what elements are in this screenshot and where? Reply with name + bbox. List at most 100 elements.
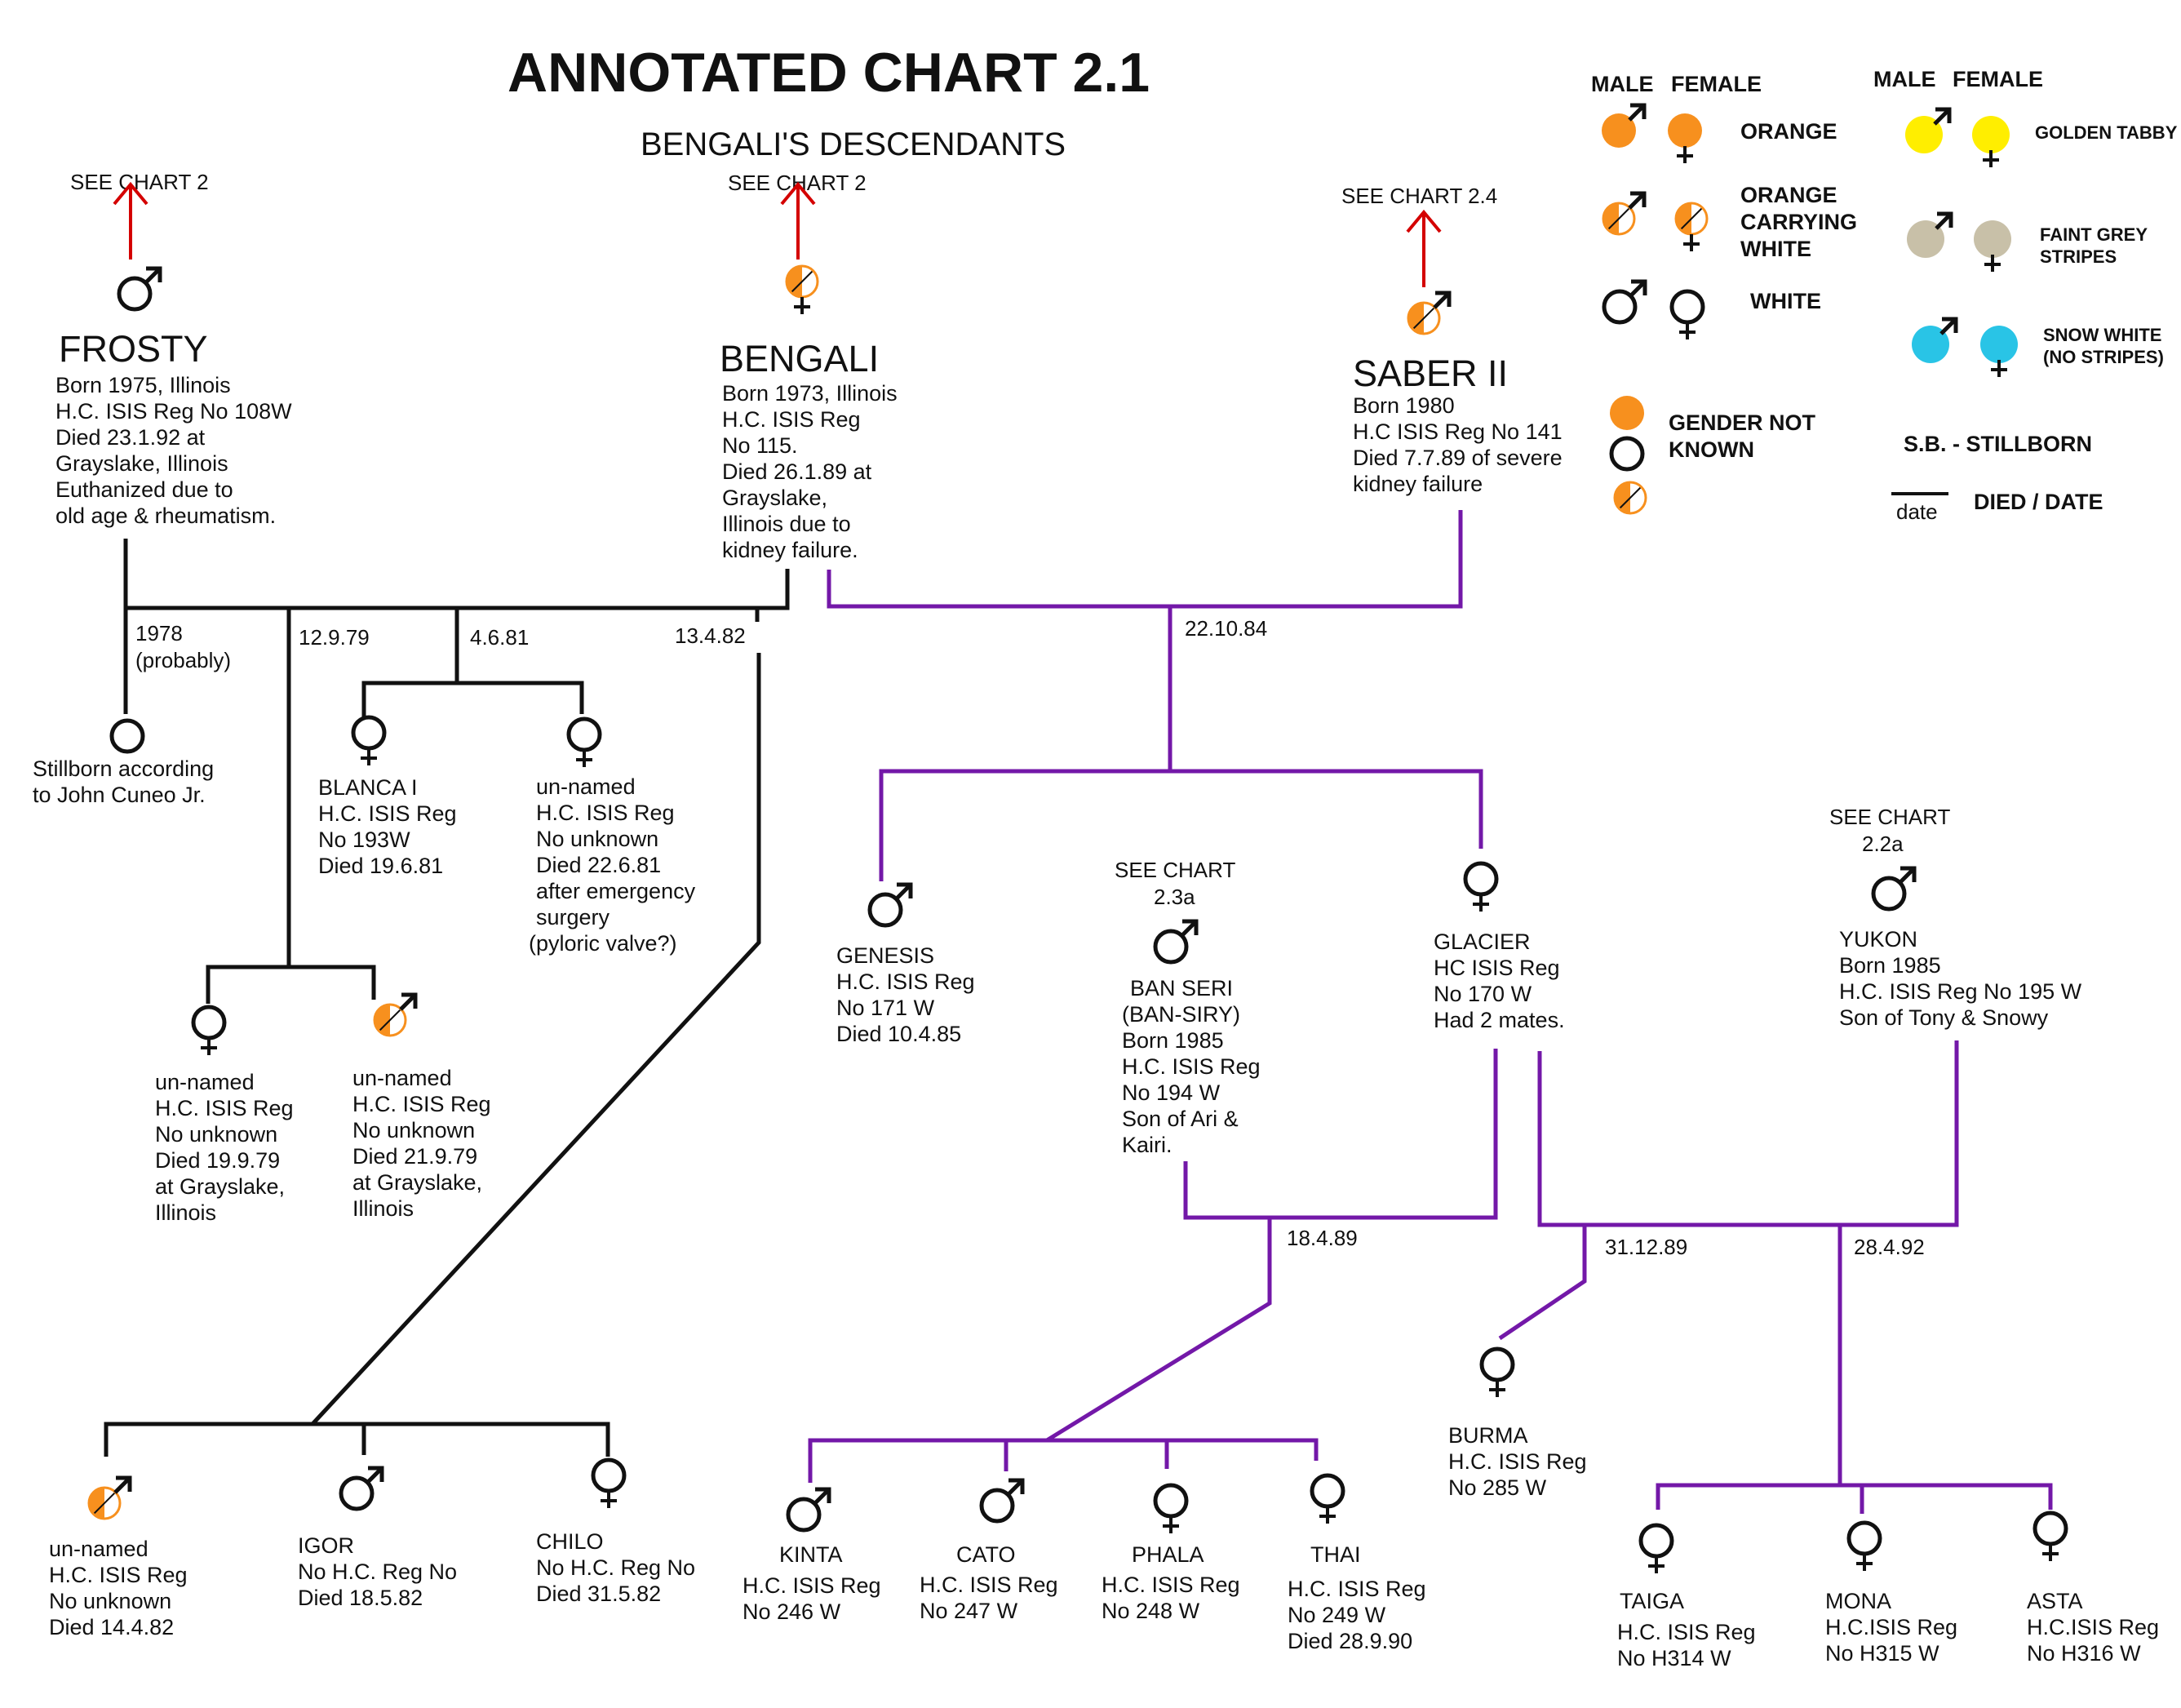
- legend-ocw-label-1: ORANGE: [1740, 183, 1837, 207]
- unnamed-1982-info-1: un-named: [49, 1537, 149, 1561]
- asta-female-icon: [2035, 1513, 2066, 1561]
- glacier-info-2: HC ISIS Reg: [1434, 956, 1560, 980]
- unnamed-1979a-info-6: Illinois: [155, 1200, 216, 1225]
- unnamed-1982-info-3: No unknown: [49, 1589, 171, 1613]
- unnamed-1979a-info-2: H.C. ISIS Reg: [155, 1096, 294, 1120]
- banseri-see-chart-2: 2.3a: [1154, 885, 1195, 909]
- unnamed-1979b-info-4: Died 21.9.79: [352, 1144, 477, 1169]
- unnamed-1981-female-icon: [569, 719, 600, 767]
- glacier-info-3: No 170 W: [1434, 982, 1532, 1006]
- unnamed-1979a-info-3: No unknown: [155, 1122, 277, 1147]
- kinta-info-2: No 246 W: [743, 1599, 841, 1624]
- legend-date-word: date: [1896, 499, 1938, 524]
- mona-female-icon: [1849, 1523, 1880, 1571]
- blanca-node: BLANCA I H.C. ISIS Reg No 193W Died 19.6…: [318, 717, 457, 878]
- legend-golden-female-icon: [1972, 116, 2010, 169]
- thai-node: THAI H.C. ISIS Reg No 249 W Died 28.9.90: [1288, 1475, 1426, 1653]
- legend-white-label: WHITE: [1750, 289, 1821, 313]
- genesis-male-icon: [870, 885, 911, 925]
- stillborn-info-2: to John Cuneo Jr.: [33, 783, 206, 807]
- banseri-glacier-mating-line: [1183, 1049, 1498, 1220]
- phala-info-1: H.C. ISIS Reg: [1102, 1573, 1240, 1597]
- igor-info-2: No H.C. Reg No: [298, 1559, 457, 1584]
- banseri-see-chart-1: SEE CHART: [1115, 858, 1235, 882]
- burma-info-2: H.C. ISIS Reg: [1448, 1449, 1587, 1474]
- kinta-node: KINTA H.C. ISIS Reg No 246 W: [743, 1489, 881, 1624]
- unnamed-1979a-female-icon: [193, 1007, 224, 1055]
- genesis-info-4: Died 10.4.85: [836, 1022, 961, 1046]
- unnamed-1981-info-7: (pyloric valve?): [529, 931, 677, 956]
- unnamed-1979b-info-2: H.C. ISIS Reg: [352, 1092, 491, 1116]
- genesis-info-1: GENESIS: [836, 943, 934, 968]
- unnamed-1982-info-4: Died 14.4.82: [49, 1615, 174, 1639]
- legend-male-header-2: MALE: [1873, 67, 1936, 91]
- date-1989a: 18.4.89: [1287, 1226, 1358, 1250]
- thai-info-2: No 249 W: [1288, 1603, 1386, 1627]
- saber-up-arrow-icon: [1406, 211, 1442, 289]
- unnamed-1981-node: un-named H.C. ISIS Reg No unknown Died 2…: [529, 719, 696, 956]
- unnamed-1981-info-2: H.C. ISIS Reg: [536, 801, 675, 825]
- banseri-info-1: BAN SERI: [1130, 976, 1233, 1000]
- unnamed-1979b-node: un-named H.C. ISIS Reg No unknown Died 2…: [352, 995, 491, 1221]
- bengali-saber-mating-line: [827, 510, 1463, 609]
- glacier-info-4: Had 2 mates.: [1434, 1008, 1565, 1032]
- legend-grey-male-icon: [1907, 214, 1951, 258]
- legend-unknown-orange-icon: [1610, 396, 1644, 430]
- taiga-female-icon: [1641, 1525, 1672, 1573]
- saber-male-icon: [1408, 293, 1449, 334]
- legend-ocw-male-icon: [1603, 193, 1644, 234]
- page-title: ANNOTATED CHART 2.1: [508, 42, 1150, 104]
- stillborn-info-1: Stillborn according: [33, 756, 214, 781]
- legend-stillborn-label: S.B. - STILLBORN: [1904, 432, 2092, 456]
- frosty-male-icon: [119, 268, 160, 309]
- legend-ocw-label-2: CARRYING: [1740, 210, 1857, 234]
- legend-snow-female-icon: [1980, 326, 2018, 379]
- thai-female-icon: [1312, 1475, 1343, 1524]
- cato-info-1: H.C. ISIS Reg: [920, 1573, 1058, 1597]
- igor-info-1: IGOR: [298, 1533, 354, 1558]
- yukon-info-2: Born 1985: [1839, 953, 1941, 978]
- legend-snow-label-1: SNOW WHITE: [2043, 325, 2161, 345]
- igor-male-icon: [341, 1468, 382, 1509]
- litter-1982-bar: [104, 1422, 610, 1457]
- frosty-info-6: old age & rheumatism.: [55, 504, 276, 528]
- legend-snow-label-2: (NO STRIPES): [2043, 347, 2164, 367]
- unnamed-1981-info-6: surgery: [536, 905, 610, 929]
- chilo-node: CHILO No H.C. Reg No Died 31.5.82: [536, 1460, 695, 1606]
- banseri-info-3: Born 1985: [1122, 1028, 1224, 1053]
- taiga-node: TAIGA H.C. ISIS Reg No H314 W: [1617, 1525, 1756, 1670]
- glacier-female-icon: [1465, 863, 1496, 912]
- legend-died-label: DIED / DATE: [1974, 490, 2103, 514]
- igor-node: IGOR No H.C. Reg No Died 18.5.82: [298, 1468, 457, 1610]
- asta-info-3: No H316 W: [2027, 1641, 2141, 1666]
- taiga-info-1: TAIGA: [1620, 1589, 1684, 1613]
- unnamed-1982-info-2: H.C. ISIS Reg: [49, 1563, 188, 1587]
- unnamed-1979a-node: un-named H.C. ISIS Reg No unknown Died 1…: [155, 1007, 294, 1225]
- legend-female-header: FEMALE: [1671, 72, 1762, 96]
- unnamed-1979a-info-4: Died 19.9.79: [155, 1148, 280, 1173]
- yukon-see-chart-2: 2.2a: [1862, 832, 1904, 856]
- litter-1984-bar: [879, 769, 1483, 881]
- asta-info-1: ASTA: [2027, 1589, 2083, 1613]
- yukon-info-3: H.C. ISIS Reg No 195 W: [1839, 979, 2082, 1004]
- yukon-info-4: Son of Tony & Snowy: [1839, 1005, 2049, 1030]
- legend-orange-label: ORANGE: [1740, 119, 1837, 144]
- thai-info-3: Died 28.9.90: [1288, 1629, 1412, 1653]
- saber-name: SABER II: [1353, 353, 1508, 394]
- legend: MALE FEMALE MALE FEMALE ORANGE ORANGE CA…: [1591, 67, 2178, 524]
- frosty-info-5: Euthanized due to: [55, 477, 233, 502]
- legend-unknown-ocw-icon: [1615, 482, 1646, 513]
- burma-info-3: No 285 W: [1448, 1475, 1547, 1500]
- kinta-male-icon: [788, 1489, 829, 1530]
- chilo-info-3: Died 31.5.82: [536, 1582, 661, 1606]
- legend-female-header-2: FEMALE: [1953, 67, 2043, 91]
- yukon-node: SEE CHART 2.2a YUKON Born 1985 H.C. ISIS…: [1829, 805, 2082, 1030]
- yukon-see-chart-1: SEE CHART: [1829, 805, 1950, 829]
- yukon-male-icon: [1873, 868, 1914, 909]
- bengali-info-2: H.C. ISIS Reg: [722, 407, 861, 432]
- bengali-node: SEE CHART 2 BENGALI Born 1973, Illinois …: [720, 171, 898, 562]
- litter-1992-bar: [1656, 1483, 2053, 1510]
- taiga-info-3: No H314 W: [1617, 1646, 1731, 1670]
- cato-name: CATO: [956, 1542, 1016, 1567]
- kinta-name: KINTA: [779, 1542, 843, 1567]
